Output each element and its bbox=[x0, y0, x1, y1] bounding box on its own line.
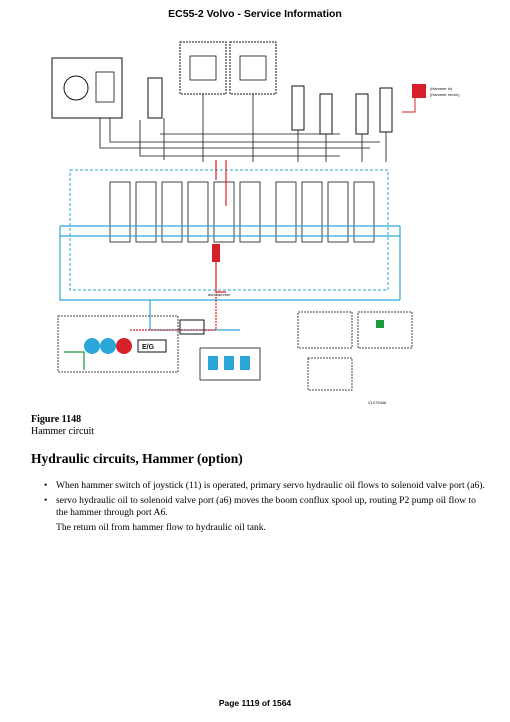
page-header: EC55-2 Volvo - Service Information bbox=[168, 8, 342, 20]
figure-caption: Figure 1148 Hammer circuit bbox=[31, 414, 94, 438]
body-content: When hammer switch of joystick (11) is o… bbox=[42, 480, 487, 534]
figure-number: Figure 1148 bbox=[31, 414, 82, 425]
bullet-item: servo hydraulic oil to solenoid valve po… bbox=[42, 495, 487, 519]
hydraulic-schematic: (Hammer in) (Hammer return) bbox=[40, 30, 480, 410]
svg-text:(Hammer in): (Hammer in) bbox=[430, 86, 453, 91]
svg-text:V1075446: V1075446 bbox=[368, 400, 387, 405]
body-paragraph: The return oil from hammer flow to hydra… bbox=[56, 522, 266, 533]
section-title: Hydraulic circuits, Hammer (option) bbox=[31, 451, 243, 466]
bullet-item: When hammer switch of joystick (11) is o… bbox=[42, 480, 487, 492]
figure-title: Hammer circuit bbox=[31, 426, 95, 437]
svg-text:(Hammer return): (Hammer return) bbox=[430, 92, 460, 97]
svg-text:E/G: E/G bbox=[142, 344, 155, 351]
page-footer: Page 1119 of 1564 bbox=[218, 698, 292, 708]
svg-text:add hammer: add hammer bbox=[208, 292, 231, 297]
